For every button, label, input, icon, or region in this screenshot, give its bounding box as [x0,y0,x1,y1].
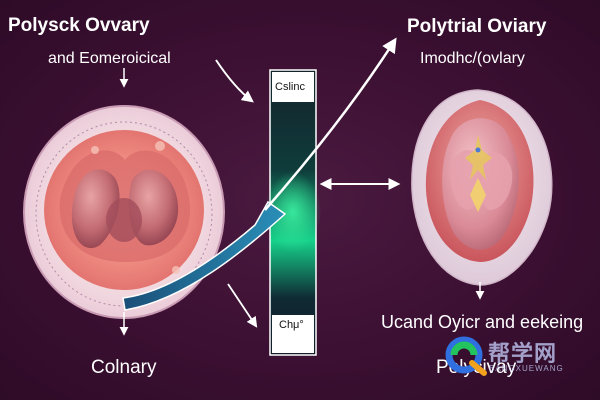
right-ovary-illustration [411,89,553,286]
right-subtitle: Imodhc/(ovlary [420,50,525,67]
watermark: 帮学网 BANGXUEWANG [444,330,594,380]
right-title: Polytrial Oviary [407,16,547,37]
arrow-diagonal-long [264,37,397,211]
bottom-left-caption: Colnary [91,357,157,378]
bar-top-label: Cslinc [275,81,305,93]
left-subtitle: and Eomeroicical [48,50,171,67]
left-title: Polysck Ovvary [8,15,150,36]
ribbon-arrow [122,200,287,311]
left-ovary-illustration [23,105,225,319]
arrow-bar-lower [227,283,258,328]
bar-bottom-label: Chμ° [279,319,304,331]
watermark-english-text: BANGXUEWANG [489,364,564,373]
watermark-logo-icon [445,336,487,376]
bottom-right-caption: Ucand Oyicr and eekeing [381,312,584,332]
watermark-chinese-text: 帮学网 [488,342,558,367]
arrow-top-left-curve [215,59,254,103]
